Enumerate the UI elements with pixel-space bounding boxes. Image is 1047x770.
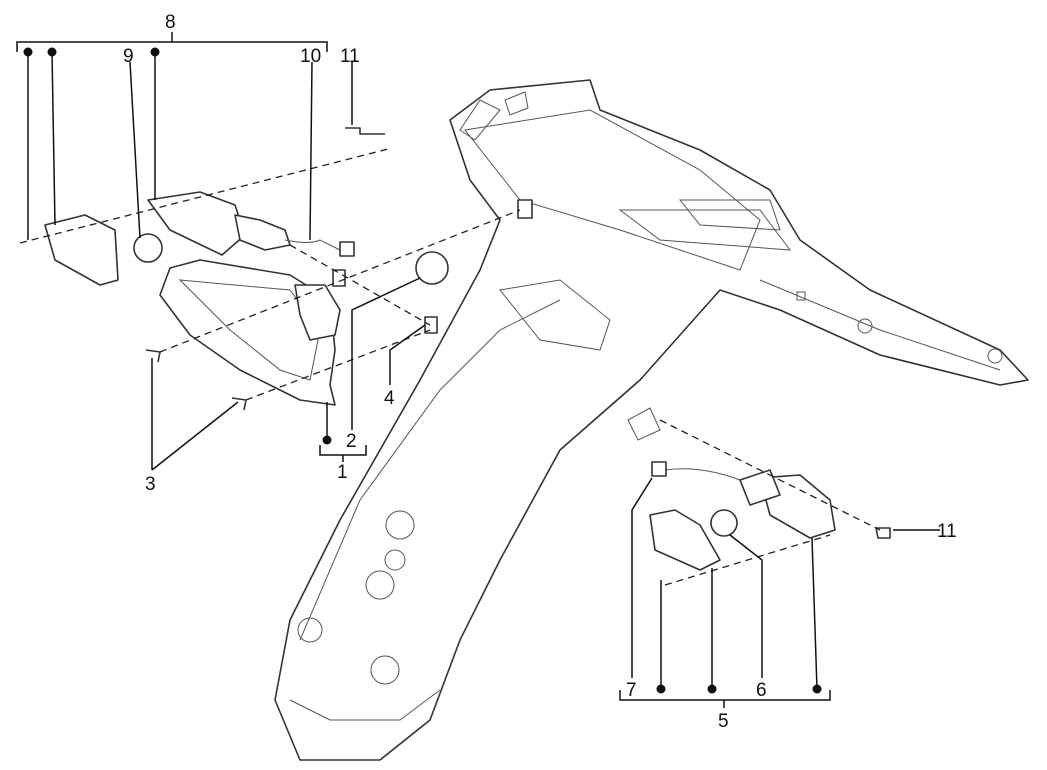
assembly-line	[664, 534, 831, 586]
assembly-line	[659, 419, 881, 531]
assembly-line	[159, 209, 521, 353]
leader-3	[151, 358, 239, 471]
assembly-line	[19, 147, 393, 244]
screw-top	[345, 127, 385, 135]
screw-left-1	[145, 349, 161, 363]
callout-5: 5	[718, 711, 729, 732]
callout-3: 3	[145, 474, 156, 495]
callout-11-top: 11	[340, 46, 360, 67]
clip	[332, 269, 346, 287]
assembly-line	[245, 329, 431, 401]
callout-8: 8	[165, 12, 176, 33]
callout-4: 4	[384, 388, 395, 409]
fixing-clip	[517, 199, 533, 219]
right-indicator	[649, 461, 836, 571]
leader-4	[389, 324, 426, 385]
callout-2: 2	[346, 431, 357, 452]
leader-2	[351, 277, 421, 430]
callout-6: 6	[756, 680, 767, 701]
tail-light	[159, 259, 341, 406]
leader-6	[729, 534, 763, 678]
left-indicator	[44, 191, 355, 286]
leader-9	[129, 61, 141, 239]
callout-11-right: 11	[937, 521, 957, 542]
screw-right	[875, 527, 891, 539]
leader-10	[309, 61, 313, 241]
callout-7: 7	[626, 680, 637, 701]
bulb	[415, 251, 449, 285]
bracket-1	[319, 402, 367, 462]
rear-fender	[274, 79, 1029, 761]
callout-10: 10	[300, 46, 321, 67]
assembly-line	[289, 244, 431, 326]
bracket-5	[619, 537, 831, 708]
bracket-8	[16, 32, 328, 240]
callout-9: 9	[123, 46, 134, 67]
callout-1: 1	[337, 462, 348, 483]
screw-left-2	[231, 397, 247, 411]
leader-7	[631, 477, 653, 678]
